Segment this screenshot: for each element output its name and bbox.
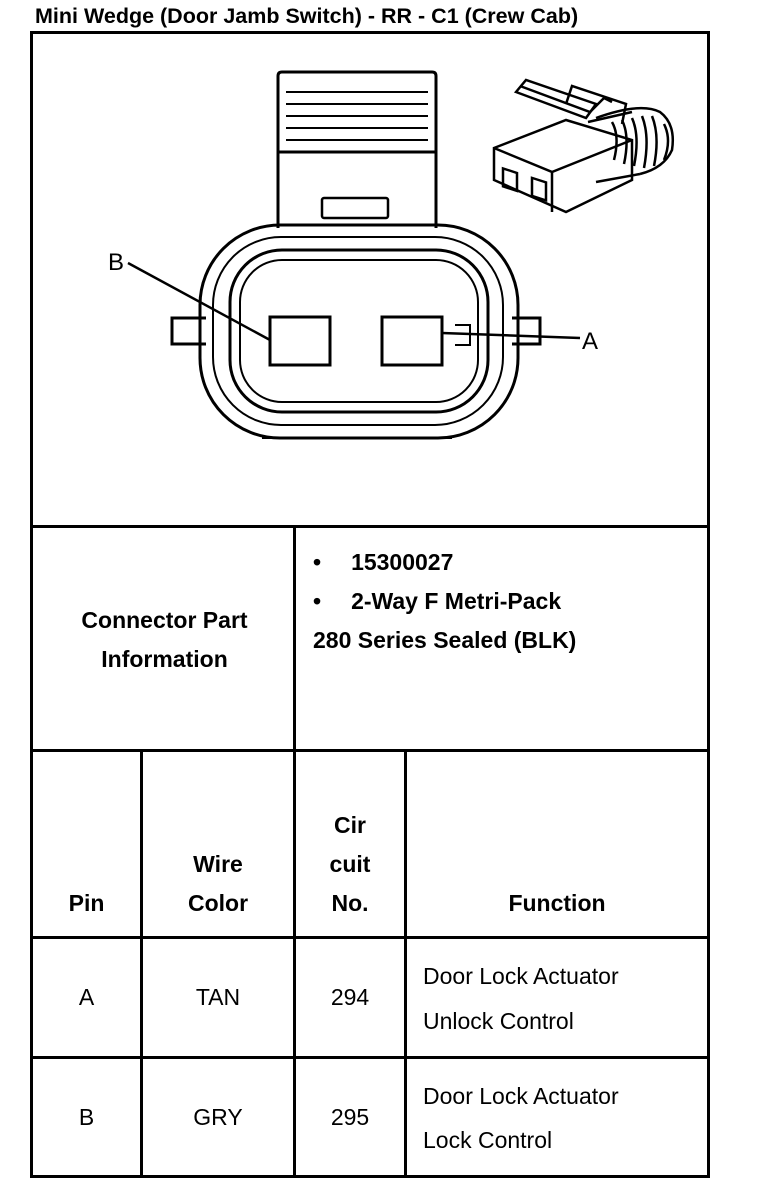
header-circuit: Cir cuit No. [329, 812, 371, 916]
page-title: Mini Wedge (Door Jamb Switch) - RR - C1 … [35, 4, 579, 28]
divider-diagram [33, 525, 707, 528]
column-divider-1 [140, 752, 143, 1175]
row-b-function-line1: Door Lock Actuator [423, 1083, 619, 1109]
connector-description: •2-Way F Metri-Pack [313, 588, 562, 614]
header-wire-color: Wire Color [187, 851, 249, 916]
header-pin: Pin [68, 890, 105, 916]
pin-a-callout: A [582, 328, 598, 355]
row-b-function-line2: Lock Control [423, 1127, 553, 1153]
row-b-wire-color: GRY [193, 1104, 243, 1130]
connector-sheet [30, 31, 710, 1178]
header-function: Function [508, 890, 606, 916]
pin-b-callout: B [108, 249, 124, 276]
row-b-circuit: 295 [330, 1104, 370, 1130]
connector-series: 280 Series Sealed (BLK) [313, 627, 577, 653]
connector-face-diagram: B A [108, 70, 674, 440]
column-divider-2 [293, 752, 296, 1175]
row-a-circuit: 294 [330, 984, 370, 1010]
row-a-function-line2: Unlock Control [423, 1008, 574, 1034]
divider-row [33, 1056, 707, 1059]
column-divider-3 [404, 752, 407, 1175]
divider-info [33, 749, 707, 752]
divider-header [33, 936, 707, 939]
connector-info-label: Connector Part Information [81, 607, 248, 672]
row-a-pin: A [78, 984, 95, 1010]
row-b-pin: B [78, 1104, 95, 1130]
row-a-function-line1: Door Lock Actuator [423, 963, 619, 989]
part-number: •15300027 [313, 549, 454, 575]
row-a-wire-color: TAN [195, 984, 241, 1010]
info-column-divider [293, 528, 296, 749]
